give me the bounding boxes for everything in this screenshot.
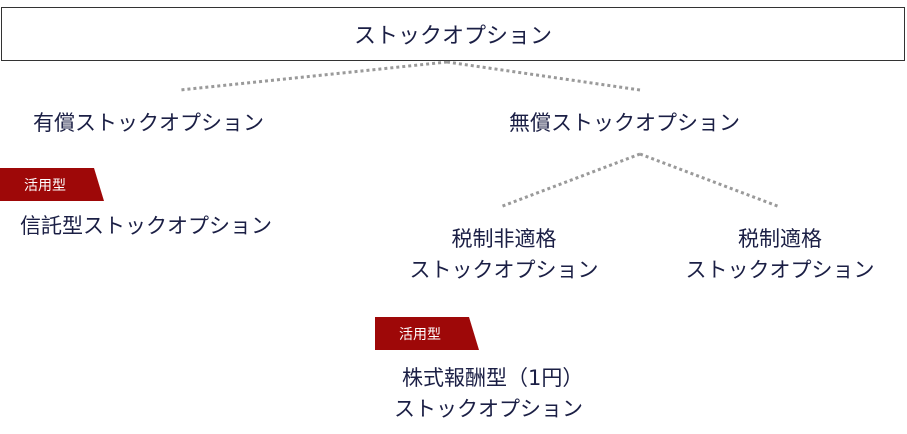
paid-stock-option: 有償ストックオプション xyxy=(33,111,264,135)
root-node: ストックオプション xyxy=(1,7,905,61)
connector-free-qualified xyxy=(639,152,781,209)
one-yen-stock-option: 株式報酬型（1円） ストックオプション xyxy=(394,363,614,425)
qualified-line1: 税制適格 xyxy=(738,227,822,251)
connector-free-nonqualified xyxy=(499,152,641,209)
connector-root-paid xyxy=(179,60,448,92)
non-qualified-stock-option: 税制非適格 ストックオプション xyxy=(394,224,614,286)
qualified-stock-option: 税制適格 ストックオプション xyxy=(670,224,890,286)
connector-root-free xyxy=(446,60,641,92)
tag-utilized: 活用型 xyxy=(0,168,104,201)
one-yen-line2: ストックオプション xyxy=(394,397,583,421)
one-yen-line1: 株式報酬型（1円） xyxy=(402,366,584,390)
tag-utilized-2: 活用型 xyxy=(375,317,479,350)
trust-stock-option: 信託型ストックオプション xyxy=(20,214,272,238)
non-qualified-line1: 税制非適格 xyxy=(451,227,557,251)
non-qualified-line2: ストックオプション xyxy=(409,258,599,282)
qualified-line2: ストックオプション xyxy=(685,258,875,282)
free-stock-option: 無償ストックオプション xyxy=(509,111,740,135)
